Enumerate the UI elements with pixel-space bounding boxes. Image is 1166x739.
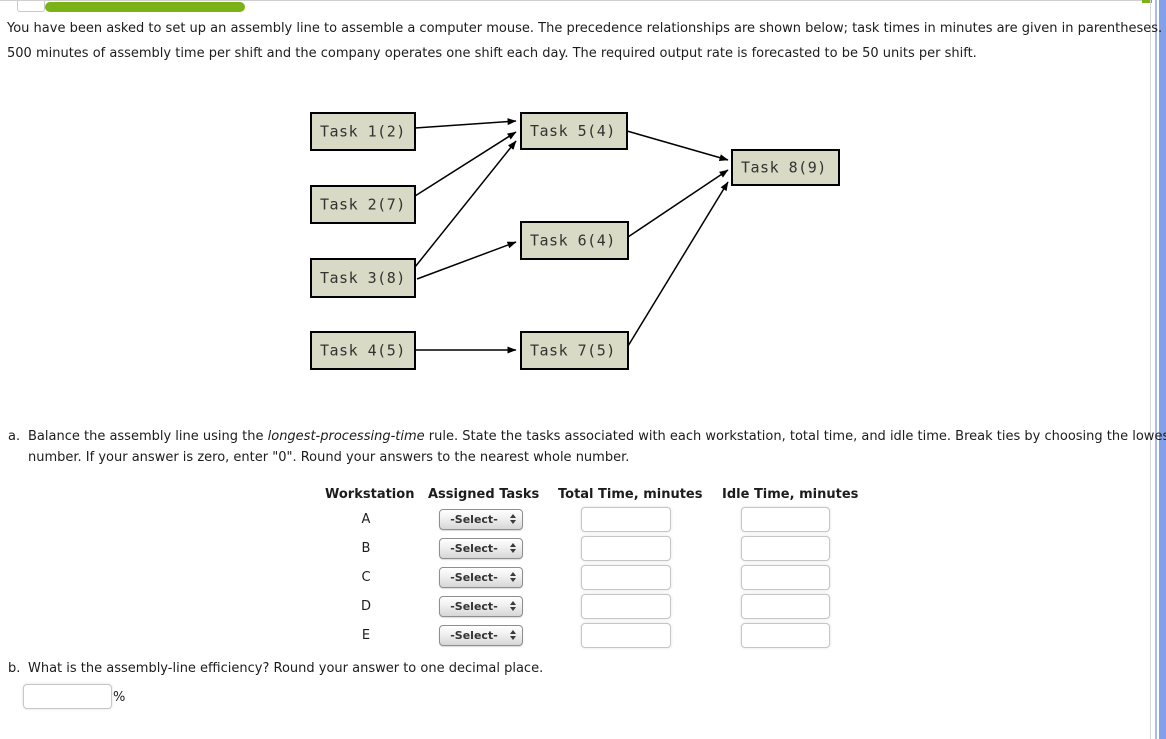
column-header-total-time: Total Time, minutes [558, 487, 703, 502]
part-a-text-suffix: rule. State the tasks associated with ea… [424, 429, 1166, 444]
precedence-arrow-task6-to-task8 [627, 169, 729, 238]
workstation-letter: D [360, 599, 371, 614]
precedence-arrow-task3-to-task5 [414, 140, 517, 268]
precedence-arrow-task2-to-task5 [414, 131, 517, 197]
workstation-letter: B [361, 541, 371, 556]
select-updown-arrows-icon [510, 514, 516, 524]
efficiency-input[interactable] [23, 684, 112, 709]
task3-label: Task 3(8) [320, 269, 406, 287]
idle-time-input[interactable] [741, 507, 830, 532]
total-time-input[interactable] [581, 623, 671, 648]
precedence-arrow-task7-to-task8 [627, 181, 729, 347]
task8-node [731, 149, 840, 186]
assigned-tasks-select[interactable]: -Select- [439, 625, 523, 646]
idle-time-input[interactable] [741, 565, 830, 590]
column-header-workstation: Workstation [325, 487, 415, 502]
progress-bar [45, 2, 245, 12]
task7-node [520, 331, 629, 370]
top-border-line [0, 0, 1150, 1]
total-time-input[interactable] [581, 507, 671, 532]
assigned-tasks-select-label: -Select- [450, 513, 498, 526]
task4-node [310, 331, 416, 370]
task7-label: Task 7(5) [530, 342, 616, 360]
intro-text-line-1: You have been asked to set up an assembl… [7, 21, 1166, 36]
task5-node [520, 112, 628, 150]
task1-label: Task 1(2) [320, 123, 406, 141]
percent-sign: % [113, 690, 126, 705]
select-updown-arrows-icon [510, 543, 516, 553]
idle-time-input[interactable] [741, 594, 830, 619]
workstation-table-body: A -Select- B -Select- C -Select- [0, 507, 900, 657]
part-a-text-prefix: Balance the assembly line using the [28, 429, 268, 444]
part-a-label: a. [8, 429, 21, 444]
assigned-tasks-select[interactable]: -Select- [439, 567, 523, 588]
idle-time-input[interactable] [741, 623, 830, 648]
select-updown-arrows-icon [510, 601, 516, 611]
precedence-arrow-task1-to-task5 [414, 118, 517, 129]
assigned-tasks-select-label: -Select- [450, 600, 498, 613]
column-header-assigned-tasks: Assigned Tasks [428, 487, 540, 502]
table-row-a: A -Select- [0, 507, 900, 533]
part-b-question: What is the assembly-line efficiency? Ro… [28, 661, 544, 676]
column-header-idle-time: Idle Time, minutes [722, 487, 859, 502]
precedence-diagram: Task 1(2) Task 2(7) Task 3(8) Task 4(5) Task… [310, 112, 840, 370]
task5-label: Task 5(4) [530, 122, 616, 140]
part-a-instructions-line-1: Balance the assembly line using the long… [28, 429, 1166, 444]
scrollbar-track-line [1155, 0, 1157, 739]
idle-time-input[interactable] [741, 536, 830, 561]
intro-text-line-2: 500 minutes of assembly time per shift a… [7, 46, 977, 61]
workstation-letter: C [361, 570, 371, 585]
assigned-tasks-select[interactable]: -Select- [439, 596, 523, 617]
table-row-d: D -Select- [0, 594, 900, 620]
assigned-tasks-select-label: -Select- [450, 629, 498, 642]
task8-label: Task 8(9) [741, 159, 827, 177]
select-updown-arrows-icon [510, 630, 516, 640]
assigned-tasks-select[interactable]: -Select- [439, 538, 523, 559]
part-a-rule-name: longest-processing-time [267, 429, 425, 444]
table-row-e: E -Select- [0, 623, 900, 649]
task2-node [310, 185, 416, 224]
precedence-arrow-task5-to-task8 [626, 130, 729, 162]
total-time-input[interactable] [581, 594, 671, 619]
task6-node [520, 221, 629, 260]
assigned-tasks-select[interactable]: -Select- [439, 509, 523, 530]
task1-node [310, 112, 416, 151]
workstation-letter: E [361, 628, 371, 643]
precedence-arrow-task3-to-task6 [416, 241, 517, 280]
part-a-instructions-line-2: number. If your answer is zero, enter "0… [28, 450, 630, 465]
part-b-label: b. [8, 661, 21, 676]
progress-track-start [17, 1, 45, 12]
total-time-input[interactable] [581, 565, 671, 590]
progress-bar-right-fragment [1142, 0, 1152, 3]
task6-label: Task 6(4) [530, 232, 616, 250]
workstation-letter: A [361, 512, 371, 527]
task4-label: Task 4(5) [320, 342, 406, 360]
assigned-tasks-select-label: -Select- [450, 571, 498, 584]
assigned-tasks-select-label: -Select- [450, 542, 498, 555]
table-row-b: B -Select- [0, 536, 900, 562]
task2-label: Task 2(7) [320, 196, 406, 214]
select-updown-arrows-icon [510, 572, 516, 582]
task3-node [310, 258, 416, 298]
scrollbar[interactable] [1159, 0, 1166, 739]
content-right-border [1150, 0, 1151, 739]
table-row-c: C -Select- [0, 565, 900, 591]
total-time-input[interactable] [581, 536, 671, 561]
